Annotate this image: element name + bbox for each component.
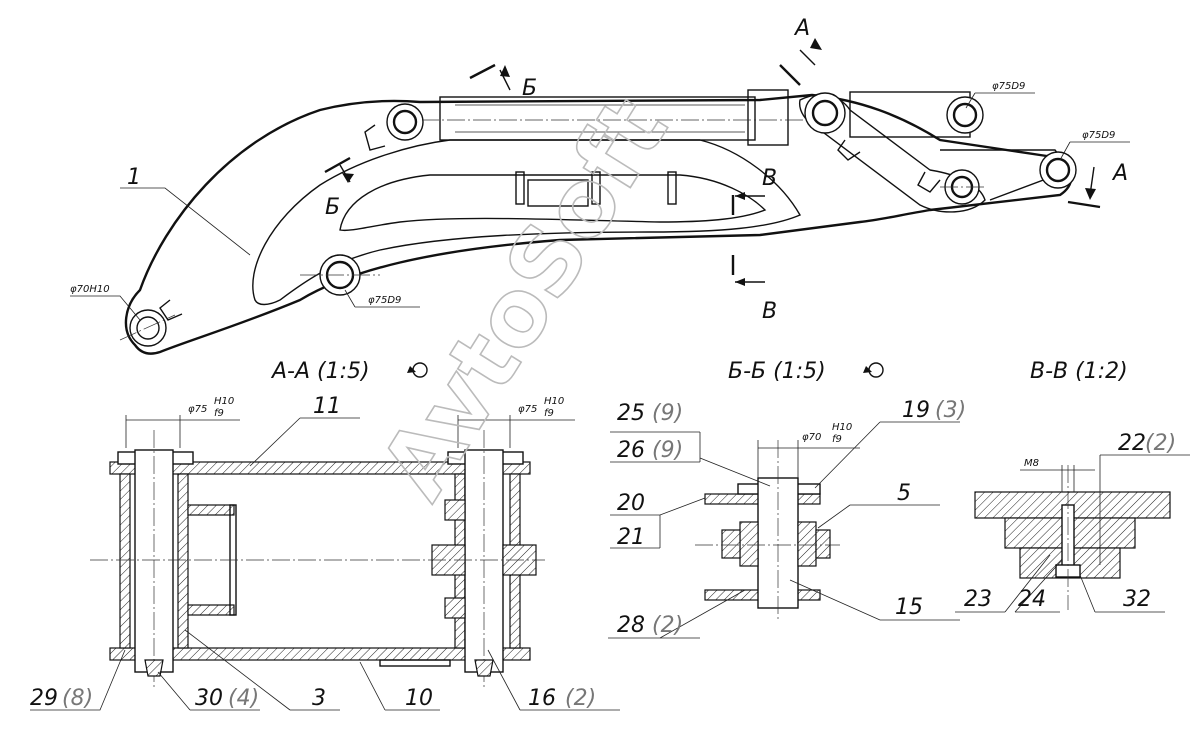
dim-aa-left-fit-num: H10 <box>214 396 234 407</box>
position-26-qty: (9) <box>652 438 683 463</box>
dim-d70h10: φ70H10 <box>70 284 110 295</box>
web-stiffener <box>515 171 525 205</box>
cut-letter-v-top: В <box>762 166 777 191</box>
hydraulic-cylinder <box>439 96 756 141</box>
position-5: 5 <box>897 481 911 506</box>
position-15: 15 <box>895 595 923 620</box>
section-cut-marks <box>324 38 1101 286</box>
position-22: 22 <box>1118 431 1146 456</box>
position-22-qty: (2) <box>1145 431 1176 456</box>
section-aa: φ75 H10 f9 φ75 H10 f9 11 29 (8) 30 (4) 3… <box>30 394 620 711</box>
rotation-icon <box>407 362 428 378</box>
dim-aa-right-fit-num: H10 <box>544 396 564 407</box>
position-32: 32 <box>1123 587 1151 612</box>
dim-bb-fit-den: f9 <box>832 434 842 445</box>
centerline <box>119 314 176 341</box>
dim-d75d9-top: φ75D9 <box>992 81 1025 92</box>
position-29: 29 <box>30 686 58 711</box>
position-19-qty: (3) <box>935 398 966 423</box>
dim-d75d9-right: φ75D9 <box>1082 130 1115 141</box>
position-20: 20 <box>617 491 645 516</box>
vv-leaders <box>955 454 1190 613</box>
position-28-qty: (2) <box>652 613 683 638</box>
rotation-icon <box>863 362 884 378</box>
hook <box>917 171 941 193</box>
main-view-leaders <box>70 92 1130 321</box>
position-11: 11 <box>313 394 341 419</box>
position-10: 10 <box>405 686 433 711</box>
position-16: 16 <box>528 686 556 711</box>
bottom-plate <box>109 647 531 661</box>
hook <box>364 124 386 151</box>
bb-leaders <box>608 421 960 639</box>
aa-leaders <box>30 417 620 711</box>
cylinder-head <box>747 89 789 146</box>
title-section-bb: Б-Б (1:5) <box>728 359 826 384</box>
position-30-qty: (4) <box>228 686 259 711</box>
cut-letter-b-top: Б <box>522 76 537 101</box>
position-28: 28 <box>617 613 645 638</box>
cut-letter-v-bottom: В <box>762 299 777 324</box>
cut-letter-a-right: А <box>1111 161 1128 186</box>
dim-aa-left-fit-den: f9 <box>214 408 224 419</box>
position-25: 25 <box>617 401 645 426</box>
section-bb: φ70 H10 f9 25 (9) 26 (9) 20 21 28 (2) 19… <box>608 398 966 639</box>
position-19: 19 <box>902 398 930 423</box>
hook <box>837 139 861 161</box>
position-1: 1 <box>127 165 141 190</box>
dim-d75d9-left: φ75D9 <box>368 295 401 306</box>
web-stiffener <box>667 171 677 205</box>
cut-letter-b-left: Б <box>325 195 340 220</box>
dim-aa-left: φ75 <box>188 404 207 415</box>
position-30: 30 <box>195 686 223 711</box>
dim-bb: φ70 <box>802 432 821 443</box>
position-21: 21 <box>617 525 645 550</box>
boom-slot <box>339 174 767 232</box>
cut-letter-a-top: А <box>793 16 810 41</box>
web-stiffener <box>591 171 601 205</box>
position-26: 26 <box>617 438 645 463</box>
section-vv: M8 22 (2) 23 24 32 <box>955 431 1190 613</box>
position-29-qty: (8) <box>62 686 93 711</box>
top-plate <box>109 461 531 475</box>
position-23: 23 <box>964 587 992 612</box>
position-16-qty: (2) <box>565 686 596 711</box>
web-window <box>527 179 589 207</box>
dim-m8: M8 <box>1024 458 1039 469</box>
position-24: 24 <box>1018 587 1046 612</box>
title-section-vv: В-В (1:2) <box>1030 359 1128 384</box>
dim-aa-right: φ75 <box>518 404 537 415</box>
title-section-aa: А-А (1:5) <box>270 359 370 384</box>
position-25-qty: (9) <box>652 401 683 426</box>
boom-main-view: 1 φ70H10 φ75D9 φ75D9 φ75D9 А А Б Б В В <box>70 16 1130 355</box>
hook <box>159 299 183 321</box>
dim-bb-fit-num: H10 <box>832 422 852 433</box>
dim-aa-right-fit-den: f9 <box>544 408 554 419</box>
position-3: 3 <box>312 686 326 711</box>
